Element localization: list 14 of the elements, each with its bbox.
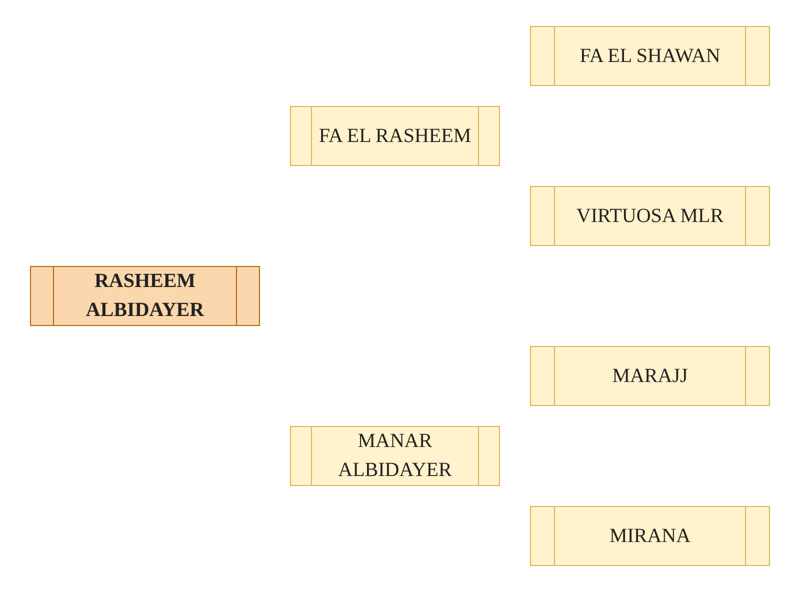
process-box [530,346,770,406]
node-label: FA EL SHAWAN [580,44,720,68]
node-label: FA EL RASHEEM [318,124,472,148]
node-label: MANAR ALBIDAYER [337,429,453,483]
process-box [530,186,770,246]
node-label: MIRANA [609,524,691,548]
process-box [30,266,260,326]
node-label: MARAJJ [612,364,688,388]
node-label: RASHEEM ALBIDAYER [84,269,206,323]
process-box [530,26,770,86]
process-box [290,106,500,166]
process-box [530,506,770,566]
node-label: VIRTUOSA MLR [576,204,724,228]
process-box [290,426,500,486]
